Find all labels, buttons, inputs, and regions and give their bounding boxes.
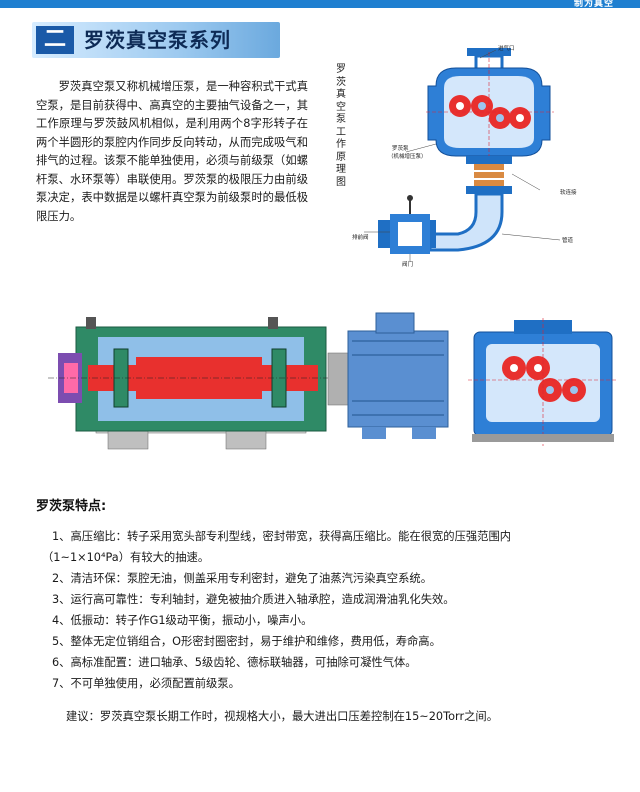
feature-item: 3、运行高可靠性：专利轴封，避免被抽介质进入轴承腔，造成润滑油乳化失效。 <box>52 589 622 610</box>
feature-item: 5、整体无定位销组合，O形密封圈密封，易于维护和维修，费用低，寿命高。 <box>52 631 622 652</box>
electric-motor <box>347 312 449 439</box>
feature-text: 5、整体无定位销组合，O形密封圈密封，易于维护和维修，费用低，寿命高。 <box>52 635 441 648</box>
feature-item: 7、不可单独使用，必须配置前级泵。 <box>52 673 622 694</box>
roots-rotors <box>449 95 531 129</box>
diagram-caption: 罗茨真空泵工作原理图 <box>336 64 346 188</box>
working-principle-diagram: 进气口 罗茨泵 （机械增压泵） 软连接 排前阀 管道 阀门 <box>352 44 577 268</box>
label-soft-connector: 软连接 <box>560 188 577 196</box>
feature-text: 6、高标准配置：进口轴承、5级齿轮、德标联轴器，可抽除可凝性气体。 <box>52 656 417 669</box>
bellows-soft-connector <box>474 164 504 186</box>
pump-end-view <box>468 318 618 446</box>
label-gate-valve: 阀门 <box>402 260 413 268</box>
lower-flange <box>466 156 512 164</box>
elbow-pipe <box>428 192 504 252</box>
top-color-band <box>0 0 640 8</box>
label-roots-pump: 罗茨泵 <box>392 144 409 152</box>
feature-item: 4、低振动：转子作G1级动平衡，振动小，噪声小。 <box>52 610 622 631</box>
feature-text: 3、运行高可靠性：专利轴封，避免被抽介质进入轴承腔，造成润滑油乳化失效。 <box>52 593 455 606</box>
intro-paragraph: 罗茨真空泵又称机械增压泵，是一种容积式干式真空泵，是目前获得中、高真空的主要抽气… <box>36 80 308 223</box>
pump-motor-side-view <box>48 312 449 450</box>
section-number: 二 <box>36 26 74 54</box>
section-title-banner: 二 罗茨真空泵系列 <box>32 22 280 58</box>
brand-name: 制为真空 <box>573 0 614 9</box>
feature-text-cont: （1~1×10⁴Pa）有较大的抽速。 <box>42 551 210 564</box>
feature-item: 2、清洁环保：泵腔无油，侧盖采用专利密封，避免了油蒸汽污染真空系统。 <box>52 568 622 589</box>
feature-text: 4、低振动：转子作G1级动平衡，振动小，噪声小。 <box>52 614 313 627</box>
label-pipe: 管道 <box>562 236 574 244</box>
feature-item: 6、高标准配置：进口轴承、5级齿轮、德标联轴器，可抽除可凝性气体。 <box>52 652 622 673</box>
coupling <box>327 352 349 406</box>
features-title: 罗茨泵特点: <box>36 499 107 514</box>
feature-item: 1、高压缩比：转子采用宽头部专利型线，密封带宽，获得高压缩比。能在很宽的压强范围… <box>42 526 622 568</box>
feature-text: 2、清洁环保：泵腔无油，侧盖采用专利密封，避免了油蒸汽污染真空系统。 <box>52 572 432 585</box>
label-inlet: 进气口 <box>498 44 515 52</box>
advice-note: 建议：罗茨真空泵长期工作时，视规格大小，最大进出口压差控制在15~20Torr之… <box>66 710 498 723</box>
section-title: 罗茨真空泵系列 <box>84 28 231 52</box>
feature-text: 1、高压缩比：转子采用宽头部专利型线，密封带宽，获得高压缩比。能在很宽的压强范围… <box>52 530 512 543</box>
label-valve: 排前阀 <box>352 233 369 241</box>
feature-text: 7、不可单独使用，必须配置前级泵。 <box>52 677 240 690</box>
features-list: 1、高压缩比：转子采用宽头部专利型线，密封带宽，获得高压缩比。能在很宽的压强范围… <box>42 526 622 694</box>
end-view-rotors <box>502 356 586 402</box>
label-roots-pump-sub: （机械增压泵） <box>388 152 427 160</box>
